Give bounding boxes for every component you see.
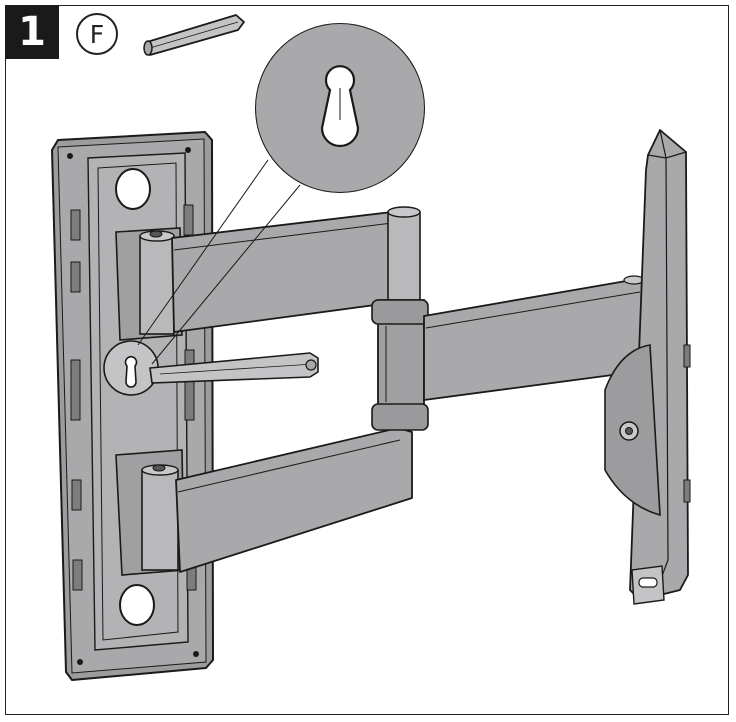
lower-hinge-bracket (115, 449, 185, 576)
part-letter: F (89, 19, 105, 49)
wrench-rod-icon (143, 14, 245, 56)
step-number: 1 (18, 9, 46, 55)
keyhole-zoom-detail (255, 23, 425, 193)
tv-vertical-bracket (604, 129, 691, 605)
outer-swing-arm (423, 275, 651, 401)
wall-plate (51, 131, 214, 681)
lower-swing-arm (175, 427, 413, 573)
step-number-badge: 1 (5, 5, 59, 59)
upper-hinge-bracket (115, 227, 183, 341)
part-label-circle: F (76, 13, 118, 55)
keyhole-slot-icon (320, 65, 360, 148)
rod-in-keyhole (149, 352, 319, 384)
elbow-joint (371, 299, 429, 431)
